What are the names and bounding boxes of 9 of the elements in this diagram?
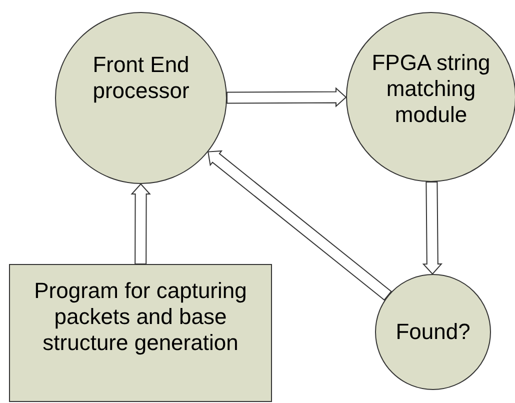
block-arrow [422, 182, 443, 275]
block-arrow [226, 87, 347, 108]
block-arrow [130, 183, 151, 264]
process-box [9, 264, 272, 402]
block-arrow [208, 150, 392, 301]
node-label: Front End processor [92, 52, 190, 104]
node-label: Program for capturing packets and base structure generation [33, 278, 248, 356]
node-label: FPGA string matching module [370, 50, 492, 128]
node-label: Found? [394, 319, 472, 345]
